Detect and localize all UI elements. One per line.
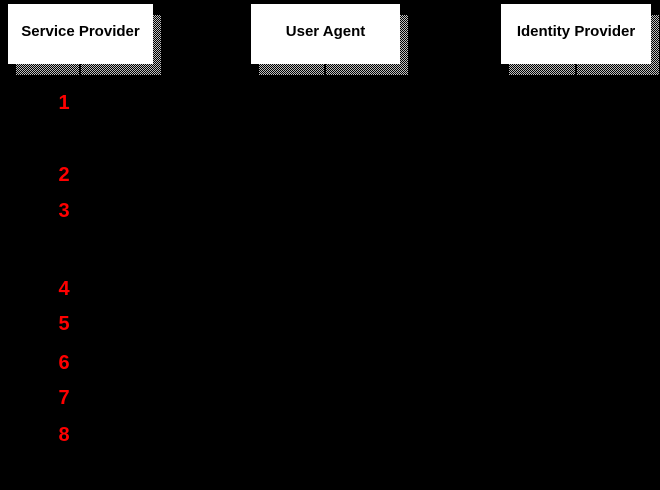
step-number-6: 6 — [58, 352, 70, 374]
lifeline-service-provider — [79, 64, 81, 76]
actor-label-service-provider: Service Provider — [21, 23, 140, 40]
step-number-5: 5 — [58, 313, 70, 335]
step-number-4: 4 — [58, 278, 70, 300]
step-number-7: 7 — [58, 387, 70, 409]
step-number-1: 1 — [58, 92, 70, 114]
actor-box-service-provider: Service Provider — [8, 4, 153, 64]
actor-label-identity-provider: Identity Provider — [516, 23, 636, 40]
actor-box-identity-provider: Identity Provider — [501, 4, 651, 64]
actor-box-user-agent: User Agent — [251, 4, 400, 64]
actor-label-user-agent: User Agent — [285, 23, 366, 40]
step-number-2: 2 — [58, 164, 70, 186]
lifeline-identity-provider — [575, 64, 577, 76]
lifeline-user-agent — [324, 64, 326, 76]
step-number-8: 8 — [58, 424, 70, 446]
step-number-3: 3 — [58, 200, 70, 222]
